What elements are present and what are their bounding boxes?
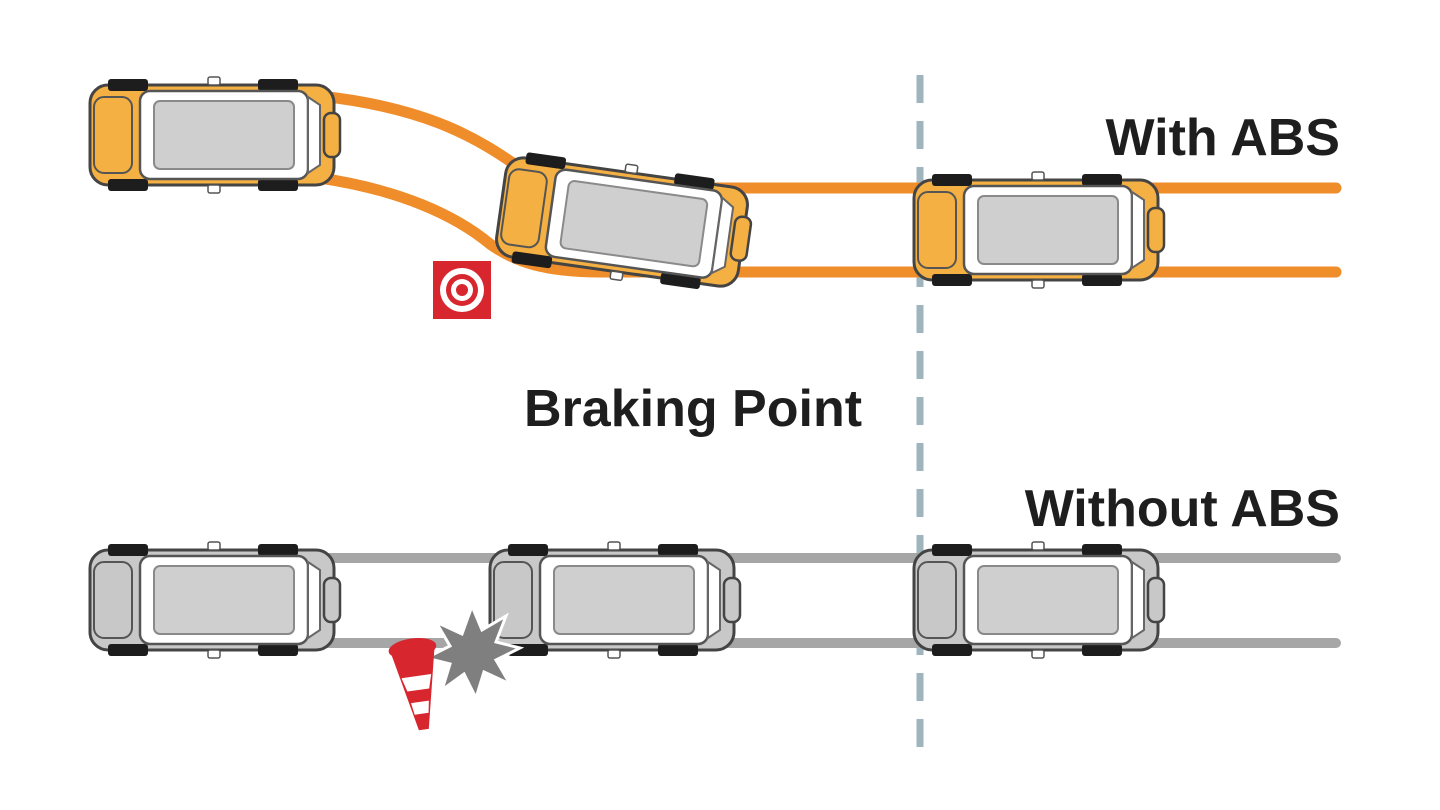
impact-burst-icon: [421, 601, 525, 703]
with-abs-car-1: [88, 75, 342, 195]
target-sign-icon: [433, 261, 491, 319]
without-abs-label: Without ABS: [1024, 480, 1340, 538]
without-abs-car-2: [488, 540, 742, 660]
with-abs-track-bottom: [314, 172, 1342, 278]
without-abs-car-3: [912, 540, 1166, 660]
traffic-cone-icon: [388, 637, 437, 731]
braking-point-label: Braking Point: [524, 380, 863, 438]
with-abs-car-3: [912, 170, 1166, 290]
without-abs-car-1: [88, 540, 342, 660]
with-abs-label: With ABS: [1105, 109, 1340, 167]
